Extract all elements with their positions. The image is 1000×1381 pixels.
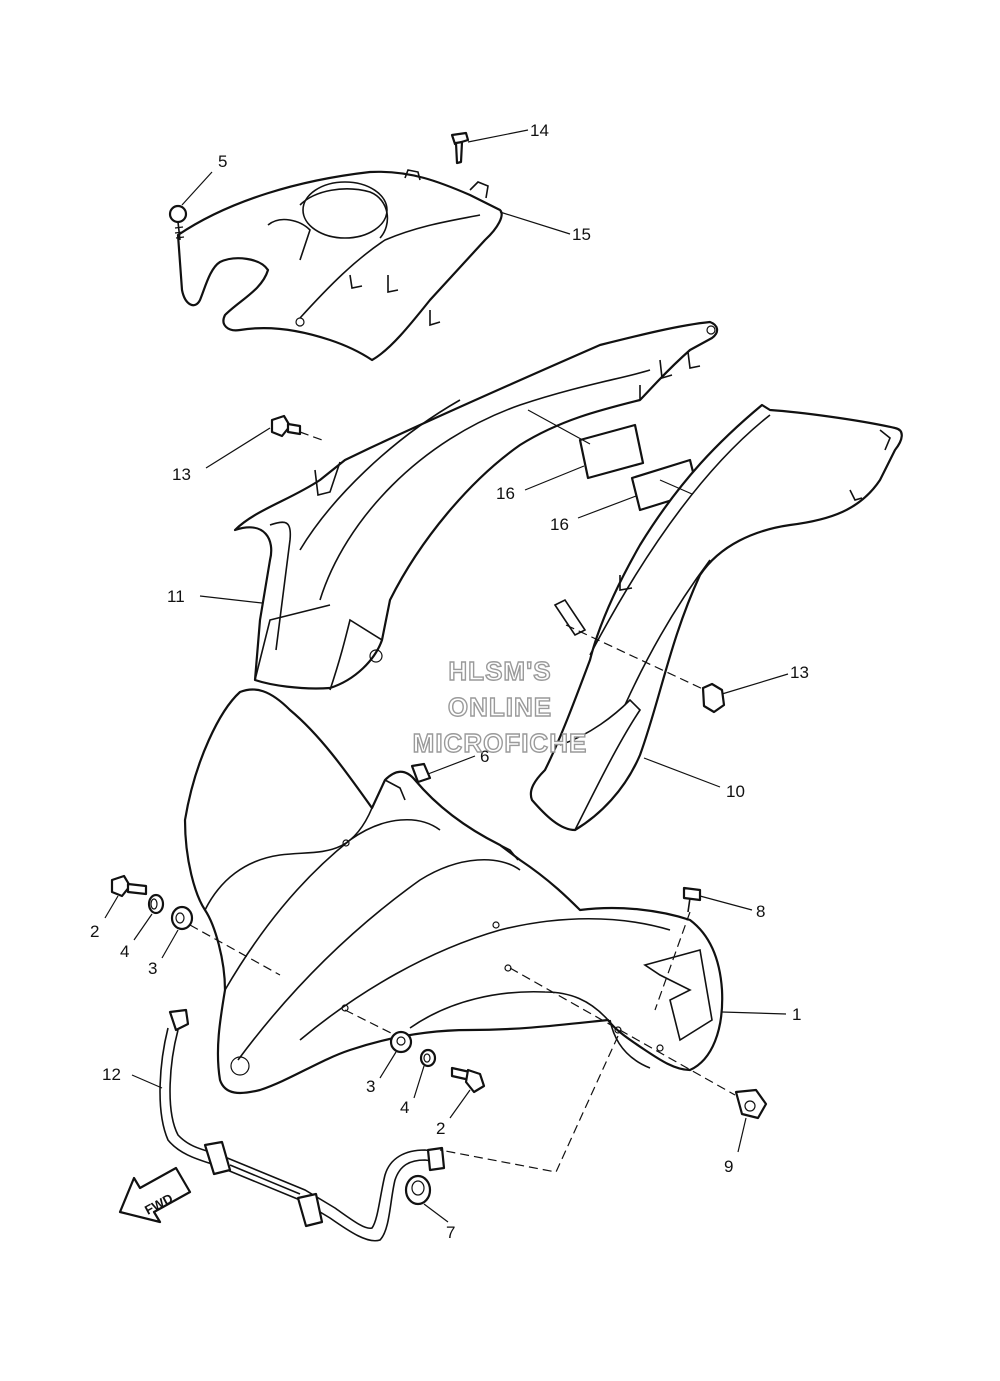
rivet-part-8 (682, 886, 702, 913)
bolt-part-2-right (450, 1066, 486, 1094)
grommet-part-7 (404, 1174, 432, 1206)
tank-cover-part-15 (176, 169, 503, 362)
callout-11: 10 (726, 782, 745, 801)
callout-13-right: 13 (790, 663, 809, 682)
callout-6: 6 (480, 747, 489, 766)
leader-lines (104, 129, 789, 1223)
callout-10: 12 (102, 1065, 121, 1084)
rivet-part-14 (450, 131, 470, 165)
watermark-line-3: MICROFICHE (413, 728, 588, 758)
bolt-part-13-left (270, 414, 302, 438)
assembly-lines (189, 431, 736, 1173)
callout-13-left: 13 (172, 465, 191, 484)
callout-12: 11 (167, 587, 185, 606)
watermark-line-1: HLSM'S (448, 656, 551, 686)
callout-7: 7 (446, 1223, 455, 1242)
callout-3-left: 3 (148, 959, 157, 978)
callout-4-left: 4 (120, 942, 129, 961)
callout-3-right: 3 (366, 1077, 375, 1096)
clip-part-9 (734, 1088, 768, 1120)
callout-2-left: 2 (90, 922, 99, 941)
callout-14: 14 (530, 121, 549, 140)
callout-8: 8 (756, 902, 765, 921)
bracket-part-10 (159, 1008, 446, 1242)
callout-labels: 14 5 15 13 16 16 11 13 6 10 8 1 9 2 4 3 … (90, 121, 809, 1242)
callout-15: 15 (572, 225, 591, 244)
side-cover-part-12 (233, 320, 719, 691)
label-part-16a (578, 423, 645, 480)
bolt-part-13-right (701, 682, 726, 714)
watermark: HLSM'S ONLINE MICROFICHE (412, 655, 588, 758)
clip-part-6 (410, 762, 432, 784)
watermark-line-2: ONLINE (448, 692, 552, 722)
collar-part-4-right (419, 1048, 437, 1068)
callout-16-left: 16 (496, 484, 515, 503)
callout-16-right: 16 (550, 515, 569, 534)
fwd-direction-arrow: FWD (118, 1166, 192, 1224)
callout-9: 9 (724, 1157, 733, 1176)
front-fender-part-1 (183, 688, 724, 1095)
grommet-part-3-left (170, 905, 194, 931)
collar-part-4-left (147, 893, 165, 915)
callout-2-right: 2 (436, 1119, 445, 1138)
callout-5: 5 (218, 152, 227, 171)
callout-4-right: 4 (400, 1098, 409, 1117)
callout-1: 1 (792, 1005, 801, 1024)
grommet-part-3-right (389, 1030, 413, 1054)
side-cover-part-11 (529, 403, 903, 832)
bolt-part-2-left (110, 874, 148, 898)
screw-part-5 (168, 204, 188, 241)
